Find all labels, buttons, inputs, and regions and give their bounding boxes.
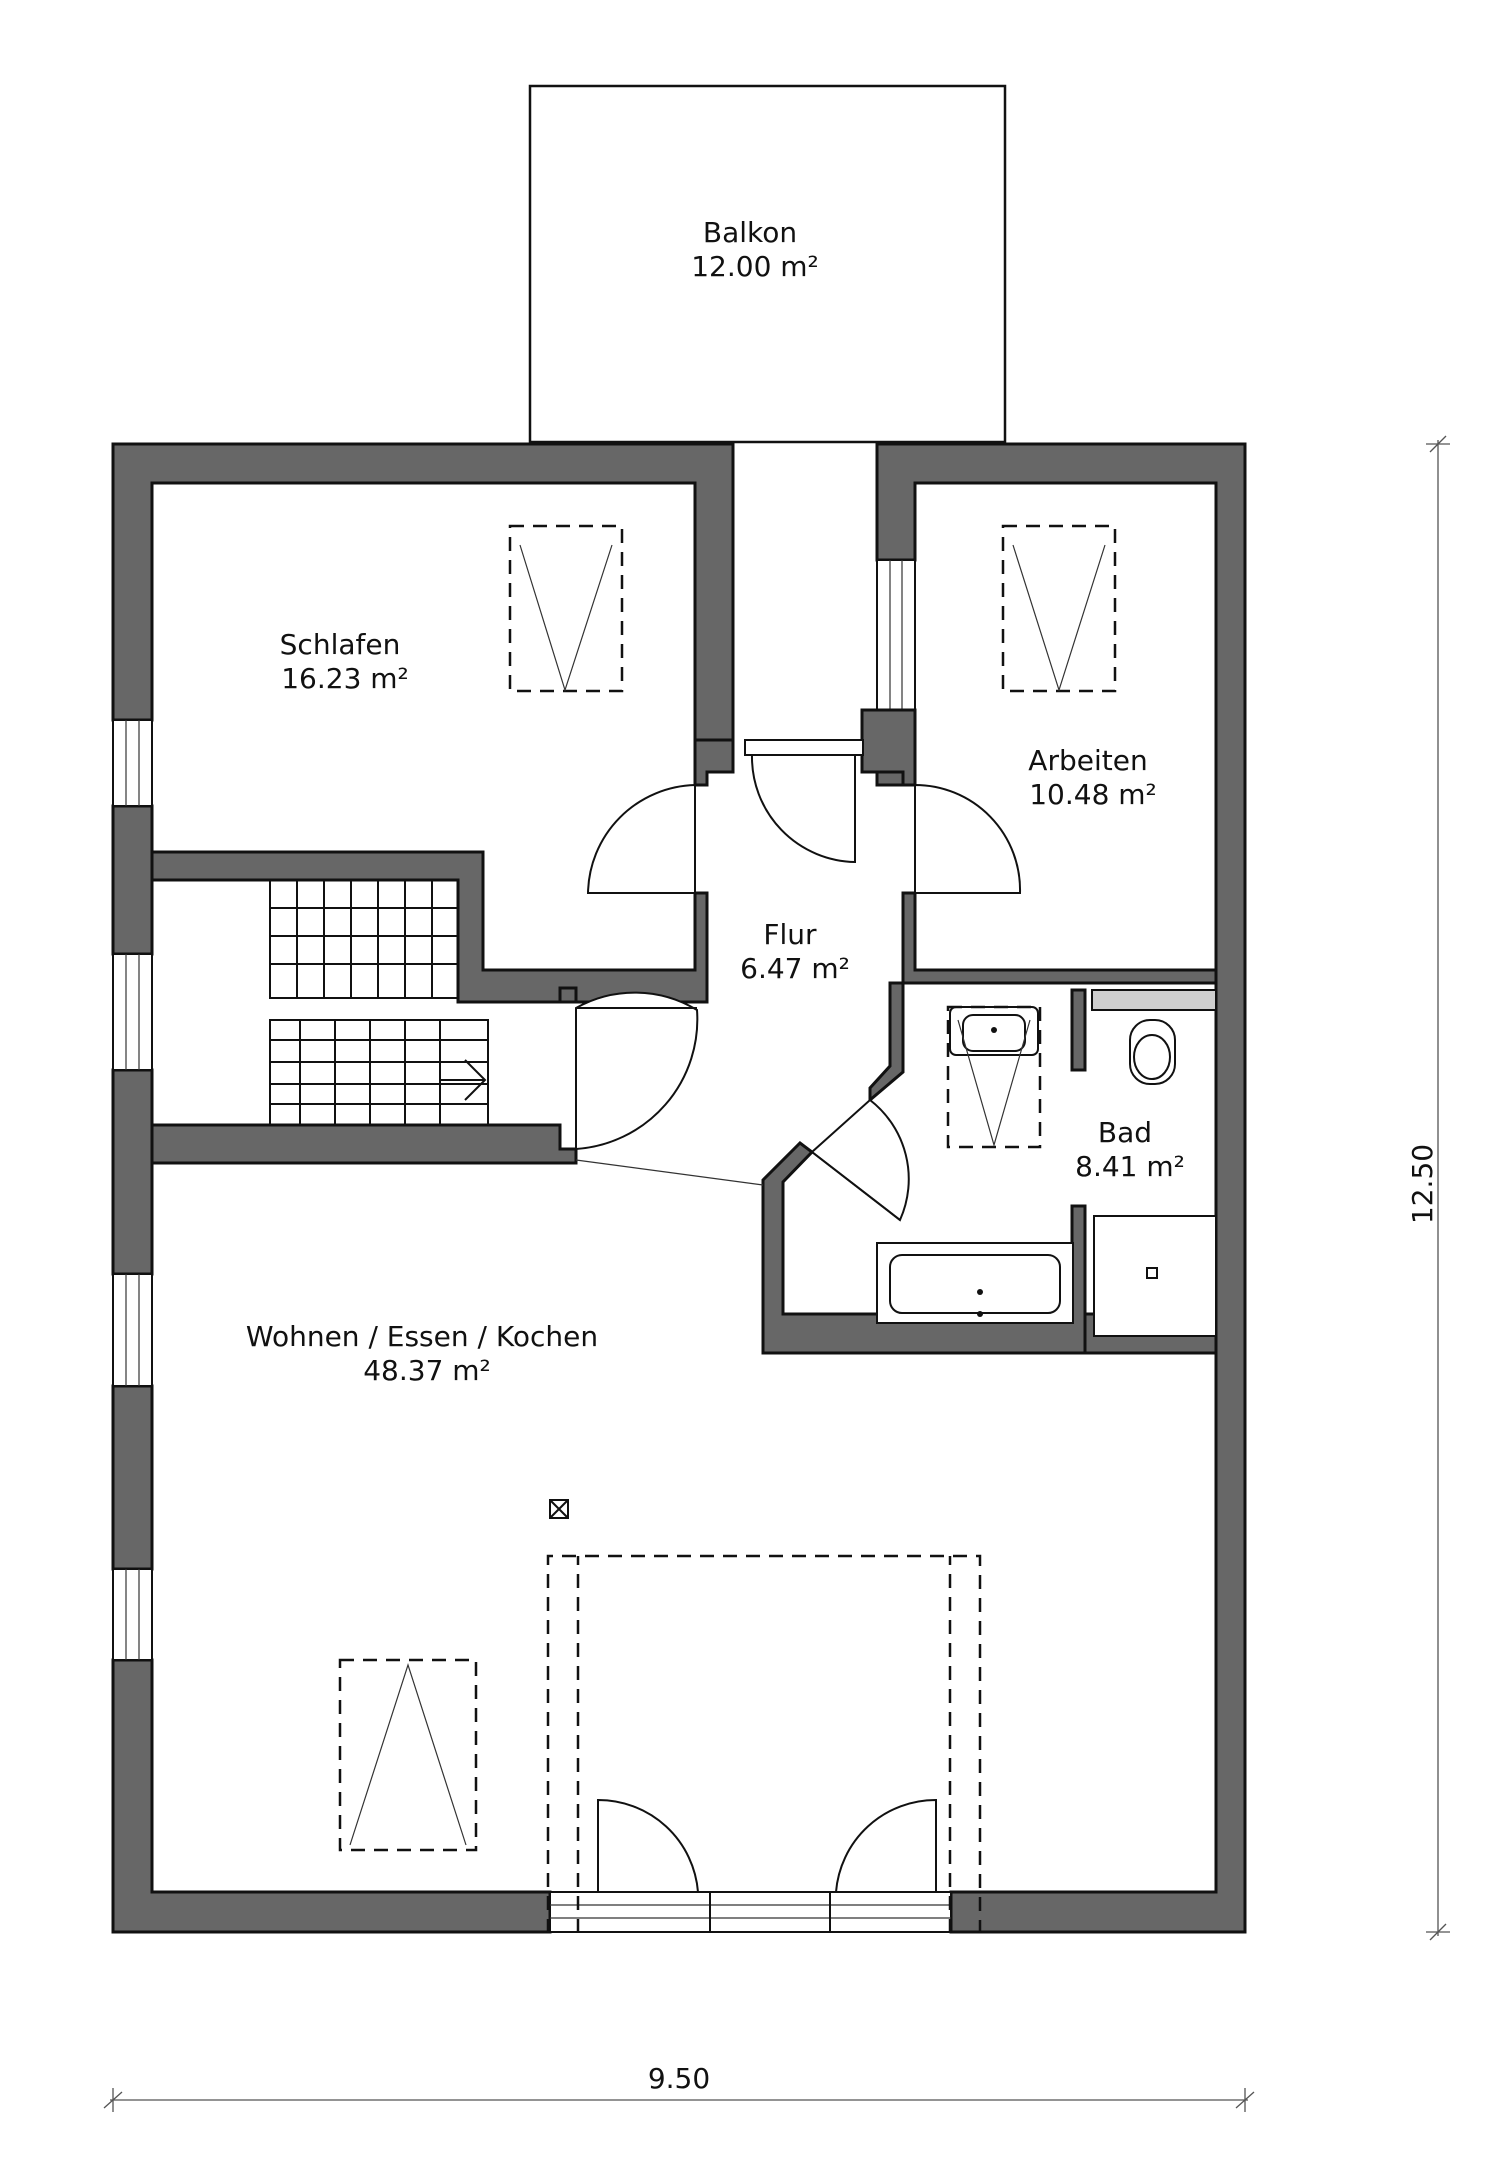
- doors: [575, 739, 1022, 1893]
- room-area-balkon: 12.00 m²: [691, 250, 819, 283]
- width-dimension-label: 9.50: [648, 2062, 710, 2095]
- room-name-bad: Bad: [1098, 1116, 1152, 1149]
- staircase: [269, 879, 489, 1126]
- room-area-bad: 8.41 m²: [1075, 1150, 1185, 1183]
- bathroom-fixtures: [876, 1006, 1217, 1337]
- room-area-flur: 6.47 m²: [740, 952, 850, 985]
- dimension-lines: [103, 435, 1450, 2112]
- room-name-balkon: Balkon: [703, 216, 797, 249]
- interior-floor: [152, 483, 1216, 1891]
- room-area-wohnen: 48.37 m²: [363, 1354, 491, 1387]
- roof-windows: [338, 524, 1117, 1933]
- room-area-schlafen: 16.23 m²: [281, 662, 409, 695]
- exterior-walls: [111, 442, 1247, 1934]
- windows: [112, 559, 952, 1933]
- room-name-flur: Flur: [763, 918, 817, 951]
- balcony-outline: [528, 84, 1007, 444]
- room-area-arbeiten: 10.48 m²: [1029, 778, 1157, 811]
- room-name-schlafen: Schlafen: [280, 628, 401, 661]
- depth-dimension-label: 12.50: [1406, 1144, 1439, 1224]
- room-name-wohnen: Wohnen / Essen / Kochen: [246, 1320, 598, 1353]
- room-name-arbeiten: Arbeiten: [1028, 744, 1147, 777]
